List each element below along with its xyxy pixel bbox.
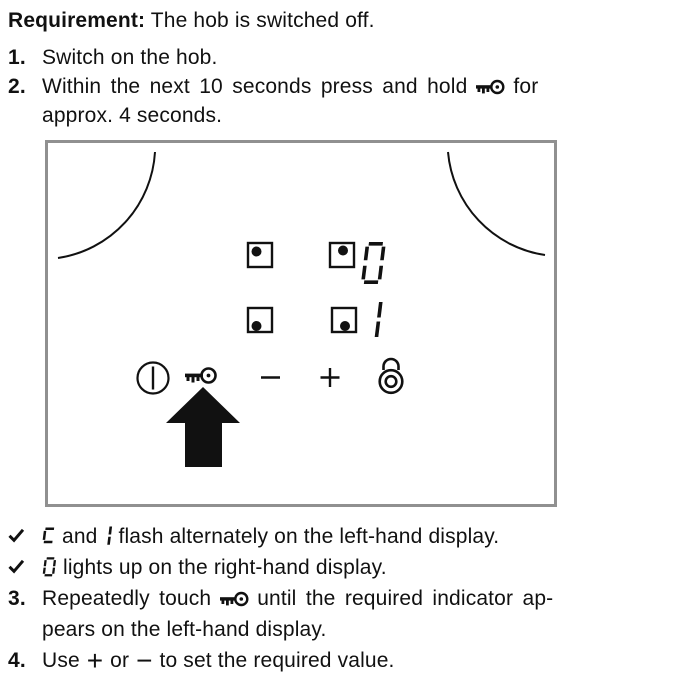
- hob-diagram: [57, 151, 546, 467]
- key-icon: [476, 79, 505, 95]
- result-1-text: and flash alternately on the left-hand d…: [42, 521, 670, 552]
- hob-control-panel-illustration: [45, 140, 557, 507]
- check-icon: [8, 528, 25, 543]
- minus-symbol: −: [136, 644, 153, 676]
- requirement-label: Requirement:: [8, 9, 146, 32]
- step-2-text: Within the next 10 seconds press and hol…: [42, 72, 670, 130]
- step-2-text-line2: approx. 4 seconds.: [42, 104, 223, 127]
- seven-segment-1-icon: [106, 526, 112, 545]
- step-1-number: 1.: [8, 46, 26, 69]
- step-2-text-after-icon: for: [513, 75, 539, 98]
- check-icon: [8, 559, 25, 574]
- step-2-number: 2.: [8, 75, 26, 98]
- plus-icon: [320, 368, 340, 387]
- result-2-text: lights up on the right-hand display.: [42, 552, 670, 583]
- checkmark-icon: [8, 552, 42, 583]
- step-2: 2. Within the next 10 seconds press and …: [8, 72, 670, 130]
- requirement-line: Requirement: The hob is switched off.: [8, 6, 670, 35]
- seven-segment-digit-0: [361, 242, 386, 285]
- step-3-number: 3.: [8, 587, 26, 610]
- step-3: 3. Repeatedly touch until the required i…: [8, 583, 670, 645]
- key-icon: [185, 367, 217, 384]
- seven-segment-0-icon: [42, 557, 57, 577]
- result-1-rest: flash alternately on the left-hand displ…: [118, 525, 500, 548]
- checkmark-icon: [8, 521, 42, 552]
- step-3-text-line2: pears on the left-hand display.: [42, 618, 327, 641]
- seven-segment-digit-1: [374, 302, 383, 337]
- result-1-word-between: and: [62, 525, 98, 548]
- zone-indicator-rear-left: [246, 306, 274, 334]
- seven-segment-c-icon: [42, 527, 55, 544]
- step-4-number: 4.: [8, 649, 26, 672]
- key-icon: [220, 591, 249, 607]
- power-icon: [136, 361, 170, 395]
- result-2-rest: lights up on the right-hand display.: [63, 556, 387, 579]
- step-3-text: Repeatedly touch until the required indi…: [42, 583, 670, 645]
- step-3-text-after-icon: until the required indicator ap-: [257, 587, 554, 610]
- arrow-up-icon: [166, 387, 240, 467]
- lower-text-block: and flash alternately on the left-hand d…: [8, 521, 670, 676]
- cooking-zone-arc-left: [57, 151, 156, 259]
- step-1: 1. Switch on the hob.: [8, 43, 670, 72]
- result-1: and flash alternately on the left-hand d…: [8, 521, 670, 552]
- step-4: 4. Use + or − to set the required value.: [8, 645, 670, 676]
- plus-symbol: +: [86, 644, 104, 676]
- zone-indicator-front-right: [328, 241, 356, 269]
- step-4-use: Use: [42, 649, 80, 672]
- cooking-zone-arc-right: [447, 151, 546, 256]
- step-4-text: Use + or − to set the required value.: [42, 645, 670, 676]
- step-2-text-before-icon: Within the next 10 seconds press and hol…: [42, 75, 468, 98]
- result-2: lights up on the right-hand display.: [8, 552, 670, 583]
- zone-indicator-rear-right: [330, 306, 358, 334]
- lock-icon: [378, 357, 404, 395]
- zone-indicator-front-left: [246, 241, 274, 269]
- requirement-text: The hob is switched off.: [150, 9, 375, 32]
- step-4-or: or: [110, 649, 130, 672]
- step-4-rest: to set the required value.: [159, 649, 395, 672]
- step-3-text-before-icon: Repeatedly touch: [42, 587, 212, 610]
- step-1-text: Switch on the hob.: [42, 46, 218, 69]
